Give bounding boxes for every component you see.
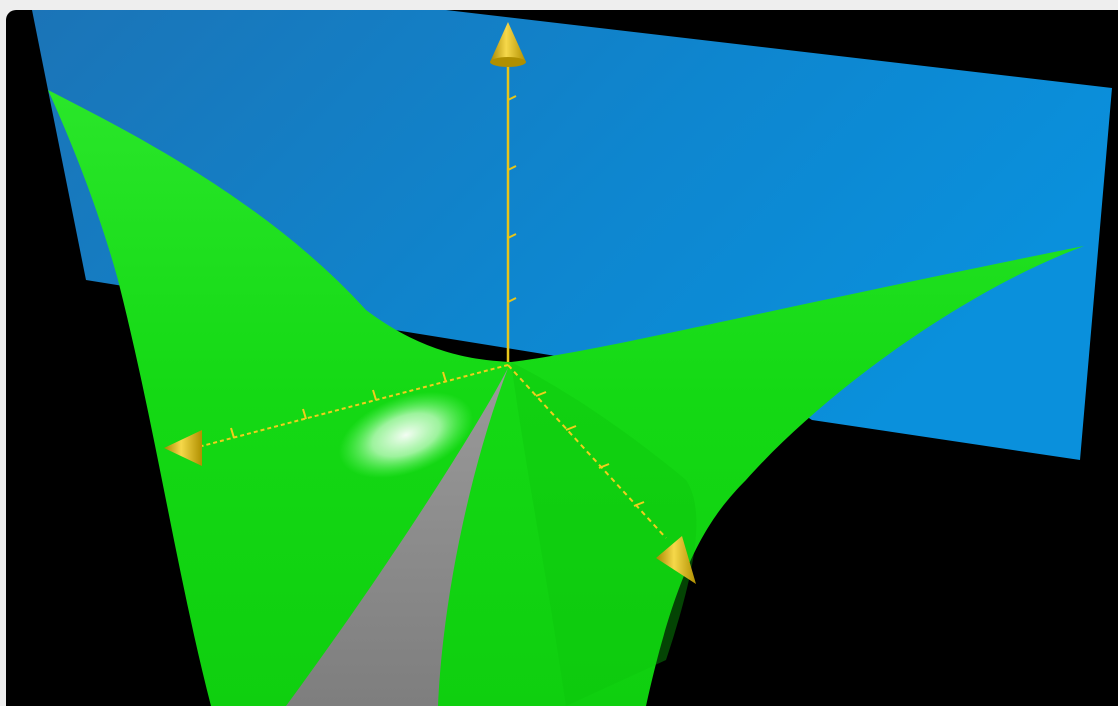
3d-scene[interactable] bbox=[6, 10, 1118, 706]
z-axis-ticks bbox=[507, 95, 517, 303]
y-axis bbox=[507, 364, 696, 584]
z-axis bbox=[490, 22, 526, 362]
3d-viewport[interactable] bbox=[6, 10, 1118, 706]
x-axis-arrow-icon bbox=[164, 430, 202, 466]
surface-highlight bbox=[338, 392, 474, 478]
green-saddle-surface[interactable] bbox=[48, 90, 1084, 706]
y-axis-arrow-icon bbox=[656, 536, 696, 584]
green-facet-shading bbox=[511, 362, 697, 706]
gray-surface[interactable] bbox=[286, 368, 508, 706]
z-axis-arrow-icon bbox=[490, 22, 526, 62]
x-axis bbox=[164, 364, 509, 466]
